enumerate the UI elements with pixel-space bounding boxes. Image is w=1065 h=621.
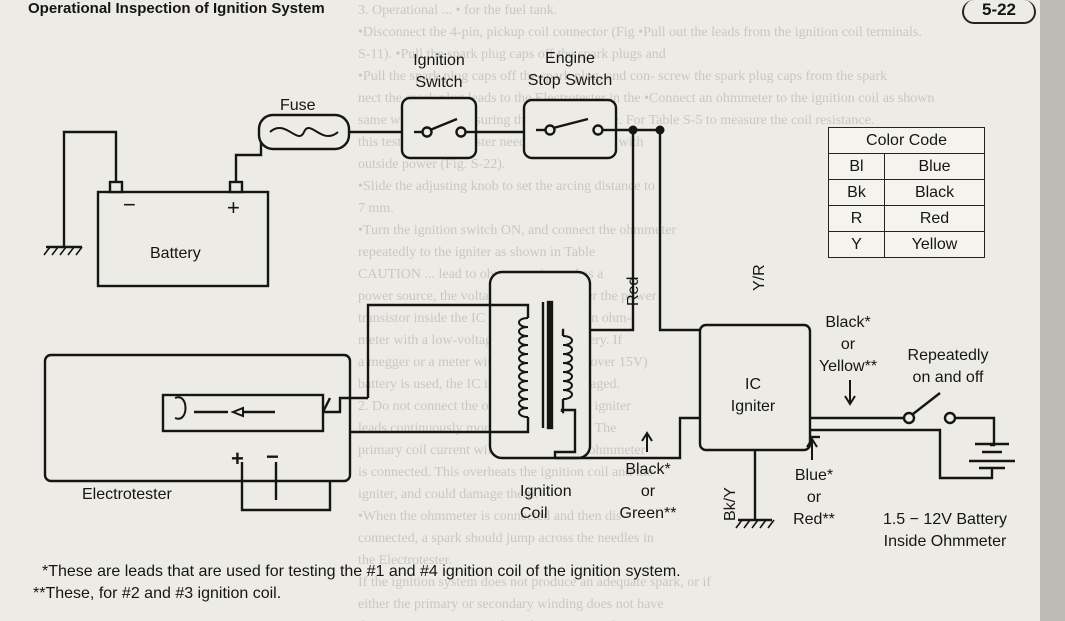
ohmmeter-switch-arm [912, 392, 941, 415]
wire-yr-label: Y/R [751, 264, 768, 291]
battery-plus-sign: + [227, 195, 240, 220]
color-code-name: Black [884, 179, 985, 206]
arrow-blue-red [806, 437, 818, 460]
color-code-row: Y Yellow [828, 231, 985, 258]
footnote-single-star: *These are leads that are used for testi… [42, 563, 681, 580]
battery-minus-sign: − [123, 192, 136, 217]
color-code-abbrev: Bl [828, 153, 885, 180]
ground-wire-battery [62, 130, 118, 247]
junction-yr [655, 125, 665, 135]
ignition-coil-outer [488, 270, 592, 460]
hv-lead-1 [366, 303, 512, 398]
section-title: Operational Inspection of Ignition Syste… [28, 0, 325, 17]
color-code-header-row: Color Code [828, 127, 985, 154]
battery-body [96, 190, 270, 288]
arrow-black-green [641, 431, 653, 452]
electrotester-label: Electrotester [82, 486, 172, 503]
battery-terminal-neg [108, 180, 124, 194]
wire-battery-to-fuse [234, 130, 263, 182]
ignition-switch-box [400, 96, 478, 160]
wire-bky-label: Bk/Y [722, 487, 739, 521]
arrow-black-yellow [844, 380, 856, 406]
color-code-table: Color Code Bl Blue Bk Black R Red Y Yell… [828, 127, 985, 258]
color-code-abbrev: Y [828, 231, 885, 258]
tester-minus-sign: − [266, 444, 279, 469]
coil-primary-winding [562, 335, 573, 400]
wire-black-green [555, 416, 700, 460]
coil-secondary-winding [518, 317, 529, 418]
footnote-double-star: **These, for #2 and #3 ignition coil. [33, 585, 282, 602]
color-code-row: Bk Black [828, 179, 985, 206]
tester-plus-sign: + [231, 446, 244, 471]
color-code-row: R Red [828, 205, 985, 232]
color-code-row: Bl Blue [828, 153, 985, 180]
page-edge-shadow [1040, 0, 1065, 621]
battery-terminal-pos [228, 180, 244, 194]
junction-red [628, 125, 638, 135]
wire-red-label: Red [625, 276, 642, 306]
color-code-name: Red [884, 205, 985, 232]
fuse-element [269, 126, 339, 138]
hv-lead-2 [328, 398, 512, 434]
ignition-coil-core [546, 300, 554, 430]
wire-yr [658, 130, 700, 332]
color-code-name: Blue [884, 153, 985, 180]
ground-hatch-battery [43, 246, 83, 256]
color-code-abbrev: R [828, 205, 885, 232]
color-code-abbrev: Bk [828, 179, 885, 206]
color-code-name: Yellow [884, 231, 985, 258]
page-number: 5-22 [962, 0, 1036, 24]
coil-primary-out [553, 408, 577, 458]
battery-label: Battery [150, 245, 201, 262]
fuse-label: Fuse [280, 97, 316, 114]
color-code-title: Color Code [828, 127, 985, 154]
